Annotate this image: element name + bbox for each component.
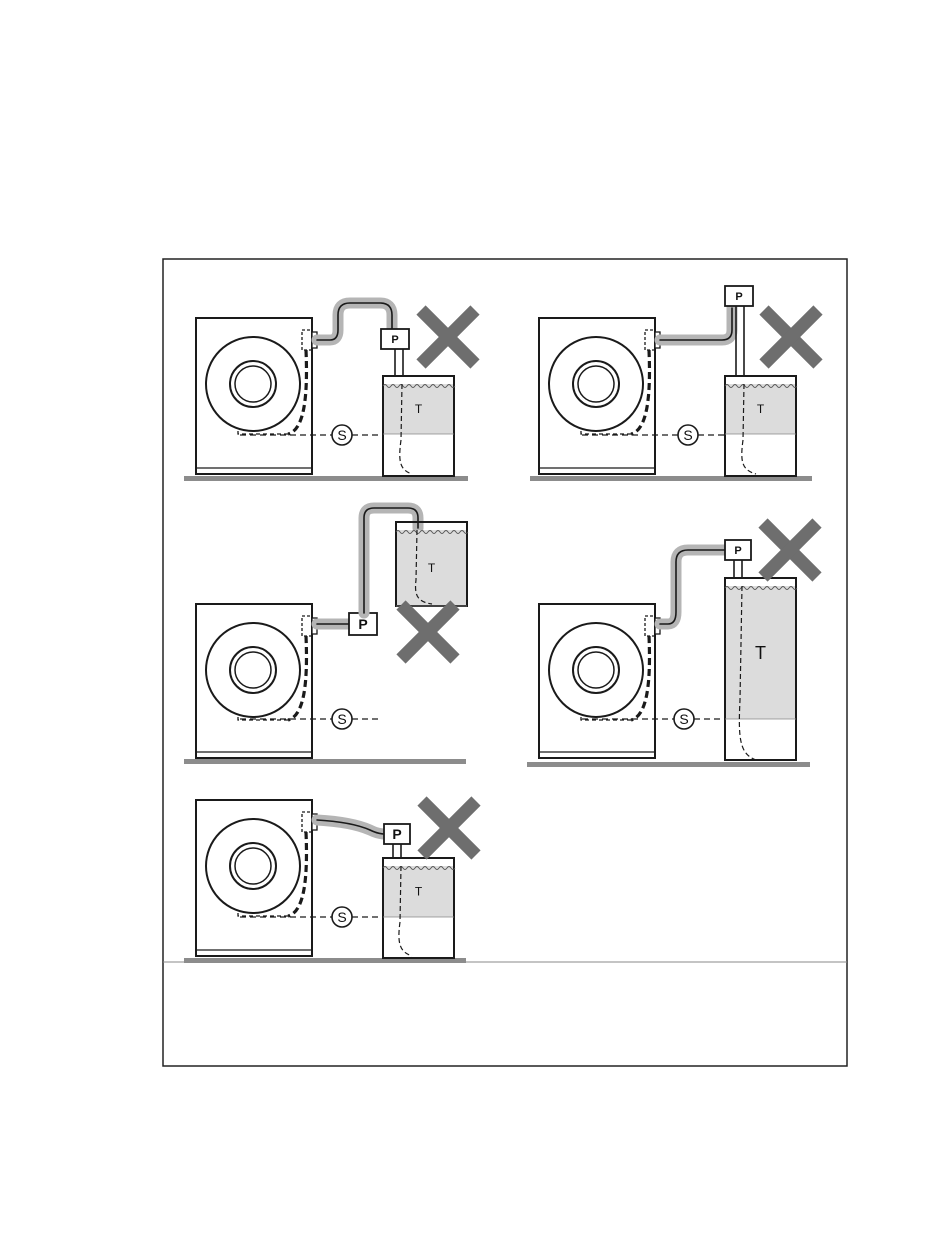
panel-middle-left-sensor-label: S [337,711,346,727]
panel-top-left-pump-label: P [391,334,398,346]
panel-bottom-left-tank-label: T [415,885,423,899]
panel-top-right-tank-label: T [757,402,765,416]
panel-top-right-sensor-label: S [683,427,692,443]
panel-middle-right-sensor-label: S [679,711,688,727]
panel-middle-left-pump-label: P [358,616,367,632]
panel-bottom-left-pump-label: P [392,826,401,842]
panel-middle-right-floor [527,762,810,767]
panel-middle-left-floor [184,759,466,764]
panel-middle-left-tank-label: T [428,561,436,575]
panel-top-left-tank-label: T [415,402,423,416]
panel-middle-right-tank-label: T [755,643,766,663]
panel-middle-right-pump-label: P [734,545,741,557]
panel-top-left-sensor-label: S [337,427,346,443]
panel-bottom-left-sensor-label: S [337,909,346,925]
panel-top-right-pump-label: P [735,291,742,303]
